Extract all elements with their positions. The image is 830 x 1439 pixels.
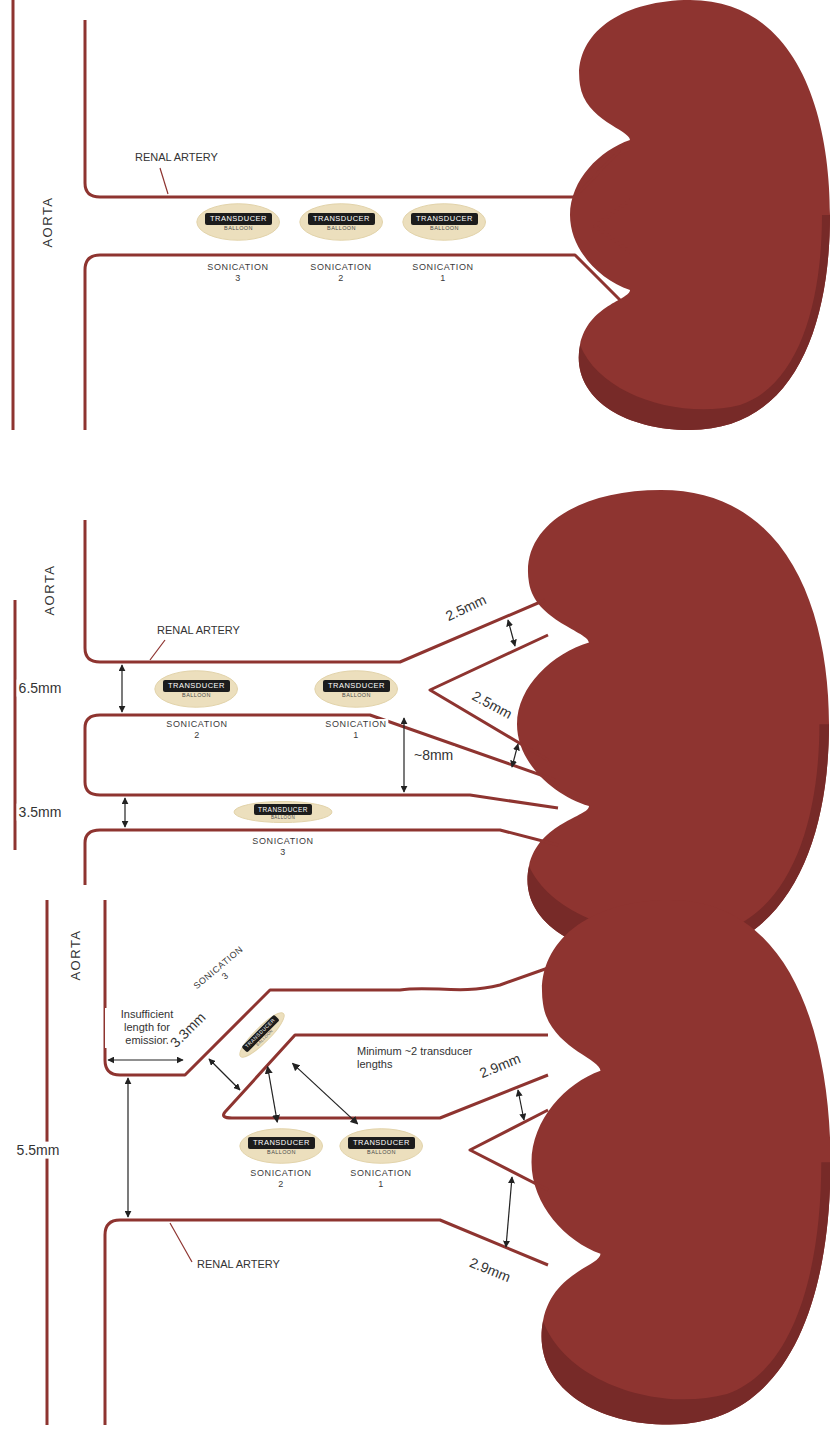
- balloon-ellipse: [315, 671, 398, 707]
- annotation-label: AORTA: [68, 927, 84, 982]
- dimension-label: 6.5mm: [17, 680, 64, 697]
- vessel-walls: [13, 0, 630, 430]
- leader-line: [160, 168, 168, 194]
- sonication-label: SONICATION 2: [164, 719, 229, 741]
- sonication-label: SONICATION 1: [323, 719, 388, 741]
- sonication-label: SONICATION 3: [190, 943, 254, 1002]
- annotation-label: Minimum ~2 transducer lengths: [355, 1045, 484, 1071]
- sonication-label: SONICATION 1: [348, 1168, 413, 1190]
- transducer-balloon: TRANSDUCERBALLOON: [239, 1128, 323, 1164]
- annotation-label: RENAL ARTERY: [195, 1258, 282, 1271]
- transducer-label: TRANSDUCER: [308, 213, 374, 225]
- transducer-balloon: TRANSDUCERBALLOON: [339, 1128, 423, 1164]
- kidney: [532, 900, 830, 1425]
- annotation-label: RENAL ARTERY: [133, 151, 220, 164]
- balloon-label: BALLOON: [224, 225, 253, 231]
- distance-arrow: [293, 1063, 358, 1124]
- balloon-label: BALLOON: [267, 1149, 296, 1155]
- dimension-label: ~8mm: [412, 747, 455, 764]
- dimension-label: 2.5mm: [467, 687, 516, 724]
- sonication-label: SONICATION 3: [205, 262, 270, 284]
- leader-line: [170, 1223, 192, 1262]
- transducer-balloon: TRANSDUCERBALLOON: [234, 1007, 289, 1062]
- balloon-ellipse: [235, 1008, 289, 1062]
- annotation-label: RENAL ARTERY: [155, 624, 242, 637]
- vessel-walls: [15, 520, 558, 885]
- balloon-ellipse: [234, 801, 332, 822]
- transducer-label: TRANSDUCER: [323, 680, 389, 692]
- balloon-ellipse: [340, 1129, 423, 1164]
- balloon-label: BALLOON: [182, 692, 211, 698]
- annotation-label: AORTA: [42, 562, 58, 617]
- balloon-label: BALLOON: [327, 225, 356, 231]
- sonication-label: SONICATION 2: [248, 1168, 313, 1190]
- dimension-label: 5.5mm: [15, 1142, 62, 1159]
- kidney: [517, 490, 829, 959]
- sonication-label: SONICATION 2: [308, 262, 373, 284]
- transducer-label: TRANSDUCER: [348, 1137, 414, 1149]
- dimension-label: 3.5mm: [17, 804, 64, 821]
- sonication-label: SONICATION 3: [250, 836, 315, 858]
- transducer-label: TRANSDUCER: [163, 680, 229, 692]
- balloon-ellipse: [240, 1129, 323, 1164]
- transducer-balloon: TRANSDUCERBALLOON: [196, 203, 280, 241]
- kidney: [570, 0, 830, 430]
- transducer-balloon: TRANSDUCERBALLOON: [402, 203, 486, 241]
- distance-arrow: [268, 1067, 278, 1123]
- transducer-balloon: TRANSDUCERBALLOON: [233, 801, 333, 823]
- sonication-label: SONICATION 1: [410, 262, 475, 284]
- balloon-ellipse: [403, 204, 486, 240]
- leader-line: [150, 640, 165, 660]
- balloon-label: BALLOON: [271, 815, 295, 820]
- vessel-walls: [47, 900, 548, 1425]
- dimension-arrows: [122, 620, 518, 827]
- dimension-label: 2.5mm: [441, 590, 491, 625]
- transducer-balloon: TRANSDUCERBALLOON: [314, 670, 398, 708]
- balloon-ellipse: [300, 204, 383, 240]
- annotation-label: AORTA: [40, 194, 56, 249]
- balloon-ellipse: [197, 204, 280, 240]
- transducer-label: TRANSDUCER: [254, 804, 312, 815]
- dimension-arrows: [108, 1059, 524, 1247]
- balloon-label: BALLOON: [430, 225, 459, 231]
- balloon-label: BALLOON: [367, 1149, 396, 1155]
- dimension-label: 2.9mm: [465, 1253, 515, 1286]
- balloon-ellipse: [155, 671, 238, 707]
- balloon-label: BALLOON: [342, 692, 371, 698]
- transducer-label: TRANSDUCER: [411, 213, 477, 225]
- transducer-label: TRANSDUCER: [205, 213, 271, 225]
- transducer-balloon: TRANSDUCERBALLOON: [299, 203, 383, 241]
- transducer-label: TRANSDUCER: [248, 1137, 314, 1149]
- transducer-balloon: TRANSDUCERBALLOON: [154, 670, 238, 708]
